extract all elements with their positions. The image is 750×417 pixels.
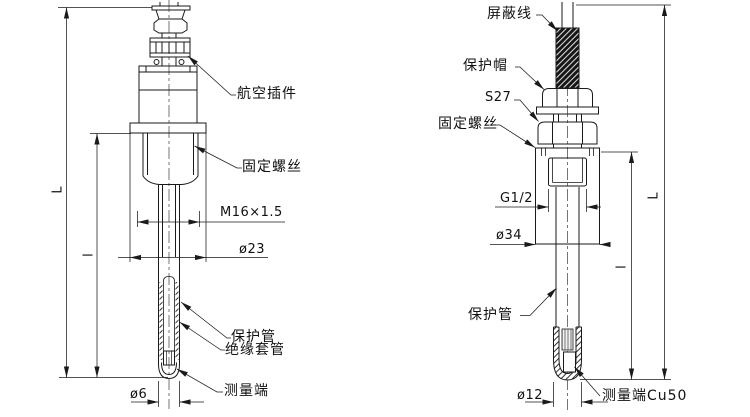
- wrench-size-label: S27: [485, 90, 512, 105]
- left-fixing-screw-label: 固定螺丝: [242, 159, 302, 175]
- right-thread-dimension: G1/2: [500, 191, 533, 206]
- protection-cap-nut: [536, 88, 599, 115]
- right-protection-tube-label: 保护管: [468, 307, 513, 323]
- right-sensor-view: [535, 2, 600, 410]
- left-sensor-view: [129, 0, 207, 409]
- left-body: [129, 65, 207, 134]
- lead-wires: [561, 2, 574, 28]
- left-body-diameter-dimension: ø23: [239, 242, 265, 257]
- left-thread-dimension: M16×1.5: [220, 205, 283, 220]
- right-measuring-element: [563, 351, 576, 373]
- s27-hex-nut: [537, 121, 598, 145]
- aviation-connector-ring: [149, 37, 191, 58]
- left-dimension-lines: [58, 7, 285, 407]
- left-fixing-screw-nut: [142, 133, 199, 185]
- left-connector-neck: [155, 9, 186, 20]
- right-inner-sleeve: [561, 328, 574, 351]
- right-fixing-screw-label: 固定螺丝: [438, 116, 498, 132]
- right-dimension-lines: [490, 4, 671, 407]
- right-insert-length-dimension: l: [614, 265, 630, 269]
- right-fixing-screw-body: [535, 147, 600, 245]
- right-total-length-dimension: L: [646, 192, 662, 200]
- left-protection-tube-label: 保护管: [231, 329, 276, 345]
- right-probe-tip: [553, 326, 582, 381]
- left-insulation-sleeve: [159, 276, 179, 360]
- left-probe-diameter-dimension: ø6: [130, 387, 148, 402]
- left-insert-length-dimension: l: [81, 253, 97, 257]
- insulation-sleeve-label: 绝缘套管: [225, 342, 285, 358]
- left-connector-barrel: [153, 18, 188, 34]
- shielded-wire-label: 屏蔽线: [487, 6, 532, 22]
- aviation-connector-label: 航空插件: [237, 86, 297, 102]
- right-measuring-end-label: 测量端Cu50: [602, 388, 688, 404]
- right-leader-lines: [495, 14, 601, 397]
- protection-cap-label: 保护帽: [463, 58, 508, 74]
- shielded-cable: [555, 27, 580, 89]
- left-leader-lines: [176, 55, 242, 393]
- right-probe-diameter-dimension: ø12: [517, 388, 543, 403]
- left-measuring-element: [163, 350, 175, 366]
- right-protection-tube: [555, 187, 580, 327]
- left-total-length-dimension: L: [50, 186, 66, 194]
- right-body-diameter-dimension: ø34: [496, 228, 522, 243]
- left-measuring-end-label: 测量端: [224, 383, 269, 399]
